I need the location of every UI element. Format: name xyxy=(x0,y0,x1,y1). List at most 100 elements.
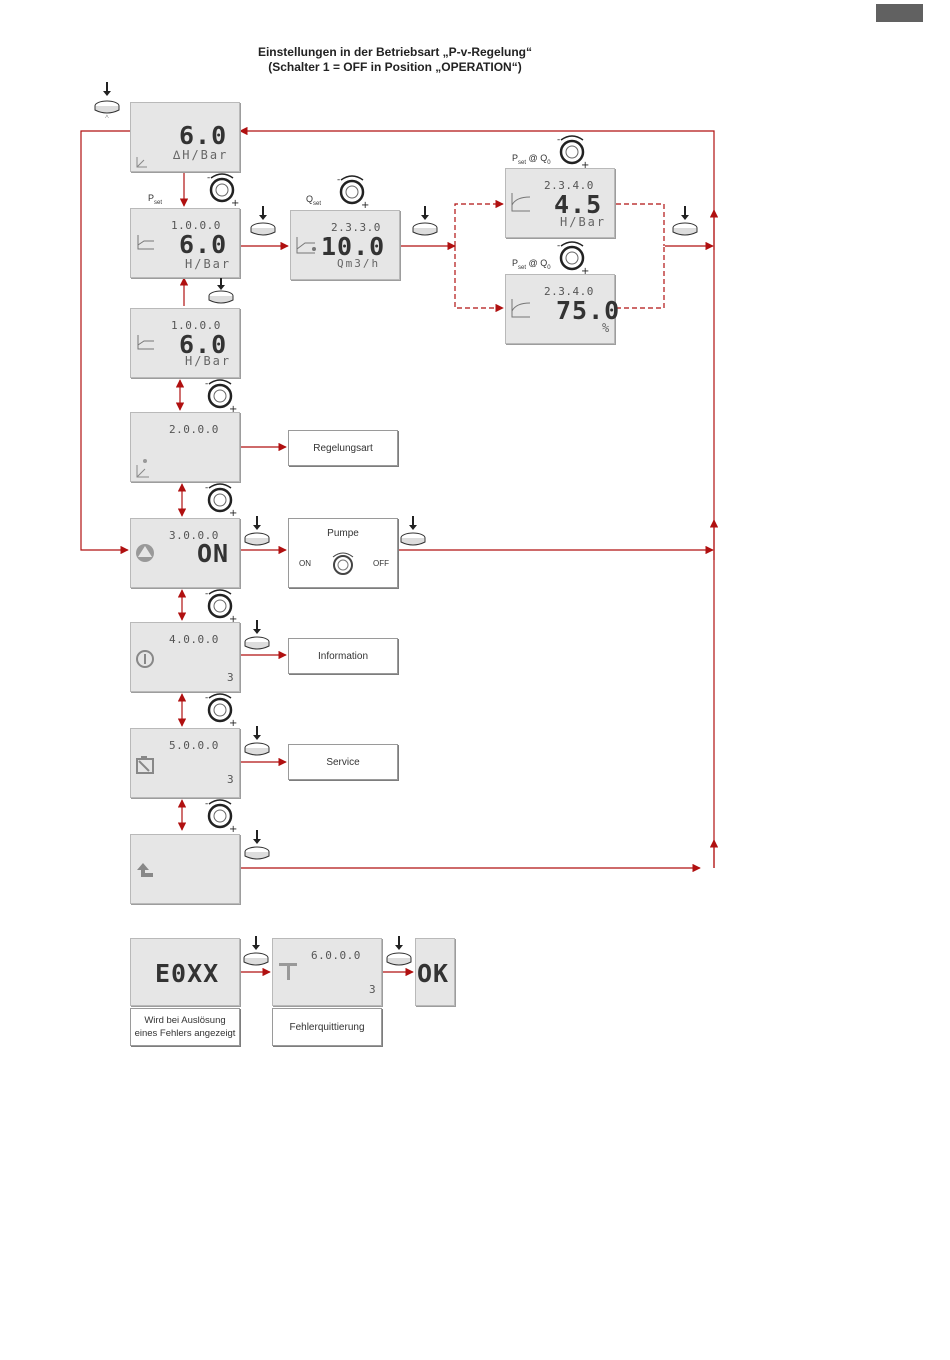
diagram-title: Einstellungen in der Betriebsart „P-v-Re… xyxy=(200,45,590,75)
screen-control-mode: 2.0.0.0 xyxy=(130,412,240,482)
pumpe-on: ON xyxy=(299,559,311,568)
push-button-icon xyxy=(386,936,412,966)
svg-text:+: + xyxy=(581,160,589,170)
push-button-icon xyxy=(244,830,270,860)
pumpe-title: Pumpe xyxy=(327,528,359,539)
screen-p-at-q0-percent: 2.3.4.0 75.0 % xyxy=(505,274,619,344)
svg-text:+: + xyxy=(229,508,237,518)
svg-text:-: - xyxy=(337,175,340,185)
svg-text:+: + xyxy=(229,824,237,834)
home-unit: ∆H/Bar xyxy=(173,148,229,162)
p-set-edit-unit: H/Bar xyxy=(185,354,232,368)
svg-text:-: - xyxy=(207,173,210,183)
svg-text:-: - xyxy=(205,483,208,493)
rotary-knob-icon: -+ xyxy=(207,173,239,208)
screen-back xyxy=(130,834,240,904)
label-information: Information xyxy=(288,638,398,674)
title-line-2: (Schalter 1 = OFF in Position „OPERATION… xyxy=(268,60,522,74)
rotary-knob-icon: -+ xyxy=(557,241,589,276)
p-at-q0-symbol-a: Pset @ Q0 xyxy=(512,153,551,166)
error-line-1: Wird bei Auslösung xyxy=(144,1015,226,1026)
return-bus-line xyxy=(239,126,715,868)
curve-icon xyxy=(511,193,531,212)
home-value: 6.0 xyxy=(179,121,228,150)
push-button-icon xyxy=(672,206,698,236)
p-set-code: 1.0.0.0 xyxy=(171,219,221,232)
svg-text:+: + xyxy=(231,198,239,208)
push-button-icon xyxy=(244,620,270,650)
p-at-q0-b-code: 2.3.4.0 xyxy=(544,285,594,298)
info-icon xyxy=(136,650,154,668)
control-code: 2.0.0.0 xyxy=(169,423,219,436)
screen-error: E0XX xyxy=(130,938,240,1006)
p-at-q0-b-unit: % xyxy=(602,321,612,335)
label-regelungsart: Regelungsart xyxy=(288,430,398,466)
p-set-edit-value: 6.0 xyxy=(179,330,228,359)
rotary-knob-icon: -+ xyxy=(205,483,237,518)
push-button-icon xyxy=(244,726,270,756)
screen-service: 5.0.0.0 3 xyxy=(130,728,240,798)
q-set-symbol: Qset xyxy=(306,194,322,207)
svg-text:+: + xyxy=(229,404,237,414)
svg-text:+: + xyxy=(229,614,237,624)
svg-text:-: - xyxy=(205,589,208,599)
screen-info: 4.0.0.0 3 xyxy=(130,622,240,692)
p-at-q0-a-unit: H/Bar xyxy=(560,215,607,229)
p-at-q0-a-value: 4.5 xyxy=(554,190,603,219)
rotary-knob-icon: -+ xyxy=(205,589,237,624)
p-at-q0-symbol-b: Pset @ Q0 xyxy=(512,258,551,271)
label-error: Wird bei Auslösung eines Fehlers angezei… xyxy=(130,1008,240,1046)
q-set-unit: Qm3/h xyxy=(337,257,381,270)
curve-icon xyxy=(511,299,531,318)
screen-pump: 3.0.0.0 ON xyxy=(130,518,240,588)
p-at-q0-b-value: 75.0 xyxy=(556,296,621,325)
label-pumpe: Pumpe ON OFF xyxy=(288,518,398,588)
push-button-icon xyxy=(208,278,234,304)
curve-icon xyxy=(137,235,154,250)
screen-p-set: 1.0.0.0 6.0 H/Bar xyxy=(130,208,240,278)
q-set-code: 2.3.3.0 xyxy=(331,221,381,234)
service-mark: 3 xyxy=(227,773,235,786)
svg-text:△: △ xyxy=(105,114,109,118)
pump-code: 3.0.0.0 xyxy=(169,529,219,542)
screen-ack: 6.0.0.0 3 xyxy=(272,938,382,1006)
p-set-symbol: Pset xyxy=(148,193,163,206)
ack-mark: 3 xyxy=(369,983,377,996)
pump-value: ON xyxy=(197,539,230,568)
service-icon xyxy=(279,963,297,980)
p-at-q0-a-code: 2.3.4.0 xyxy=(544,179,594,192)
curve-icon xyxy=(296,237,316,254)
push-button-icon xyxy=(250,206,276,236)
screen-p-set-edit: 1.0.0.0 6.0 H/Bar xyxy=(130,308,240,378)
screen-p-at-q0-head: 2.3.4.0 4.5 H/Bar xyxy=(505,168,615,238)
info-code: 4.0.0.0 xyxy=(169,633,219,646)
svg-text:-: - xyxy=(557,135,560,145)
service-icon xyxy=(136,756,154,774)
svg-text:-: - xyxy=(205,379,208,389)
pump-icon xyxy=(136,544,154,562)
svg-text:-: - xyxy=(205,799,208,809)
rotary-knob-icon: -+ xyxy=(557,135,589,170)
p-set-edit-code: 1.0.0.0 xyxy=(171,319,221,332)
rotary-knob-icon: -+ xyxy=(205,379,237,414)
label-fehlerquittierung: Fehlerquittierung xyxy=(272,1008,382,1046)
loop-left-line xyxy=(80,130,130,555)
screen-q-set: 2.3.3.0 10.0 Qm3/h xyxy=(290,210,400,280)
info-mark: 3 xyxy=(227,671,235,684)
push-button-icon xyxy=(412,206,438,236)
back-arrow-icon xyxy=(137,863,153,877)
p-set-value: 6.0 xyxy=(179,230,228,259)
p-set-unit: H/Bar xyxy=(185,257,232,271)
push-button-icon xyxy=(244,516,270,546)
curve-icon xyxy=(137,335,154,350)
merge-down xyxy=(616,246,665,309)
push-button-icon: △ xyxy=(94,82,120,118)
error-line-2: eines Fehlers angezeigt xyxy=(134,1028,236,1039)
pumpe-off: OFF xyxy=(373,559,389,568)
split-up xyxy=(454,199,504,246)
service-code: 5.0.0.0 xyxy=(169,739,219,752)
screen-home: 6.0 ∆H/Bar xyxy=(130,102,240,172)
ack-code: 6.0.0.0 xyxy=(311,949,361,962)
error-value: E0XX xyxy=(155,959,220,988)
